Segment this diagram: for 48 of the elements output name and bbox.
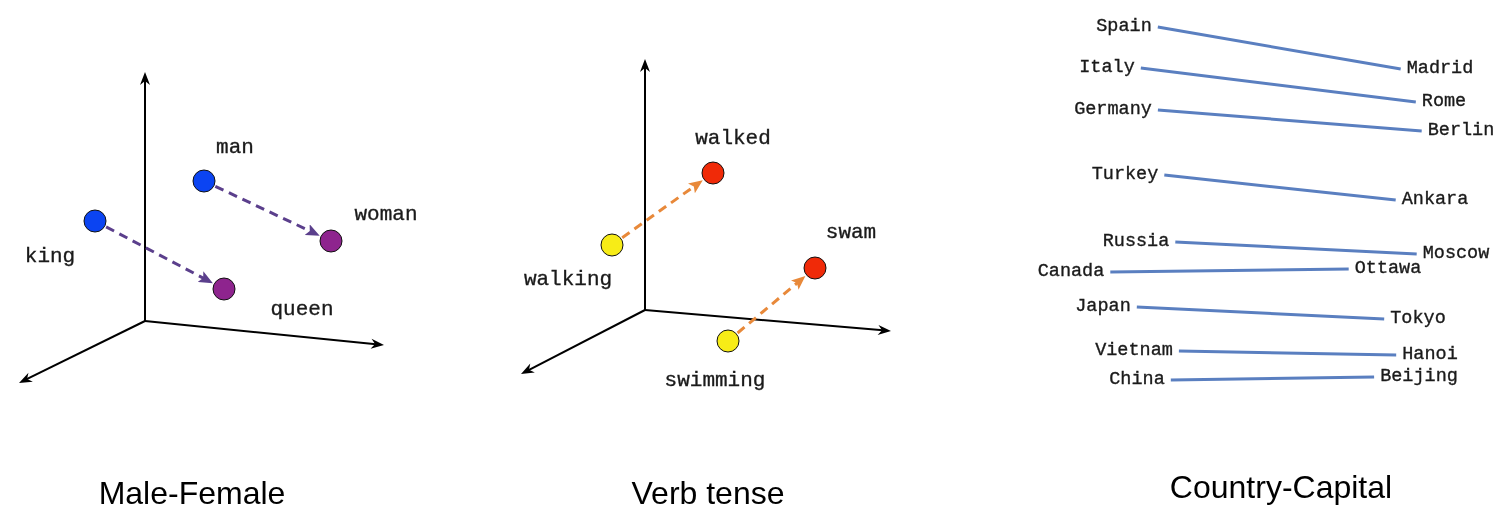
word-label: walked xyxy=(695,127,771,149)
point-marker xyxy=(701,161,725,185)
word-label: swimming xyxy=(664,369,766,391)
word-label: swam xyxy=(825,221,877,243)
word-label: Berlin xyxy=(1424,120,1498,142)
word-label: Spain xyxy=(1093,16,1155,38)
word-label: Vietnam xyxy=(1092,340,1176,362)
connector-line xyxy=(1170,375,1375,382)
dashed-arrow xyxy=(621,180,703,239)
connector-line xyxy=(1140,66,1416,104)
connector-line xyxy=(1164,173,1396,202)
word-label: Italy xyxy=(1076,57,1138,79)
word-label: Rome xyxy=(1418,91,1470,113)
word-label: man xyxy=(216,136,254,158)
word-label: Hanoi xyxy=(1399,344,1461,366)
word-label: king xyxy=(24,245,76,267)
word-label: Russia xyxy=(1099,231,1173,253)
word-label: Turkey xyxy=(1088,164,1162,186)
word-label: Canada xyxy=(1034,261,1108,283)
point-marker xyxy=(212,277,236,301)
connector-line xyxy=(1136,305,1385,321)
word-label: Japan xyxy=(1072,296,1134,318)
panel-caption: Country-Capital xyxy=(1169,471,1393,503)
dashed-arrow xyxy=(214,184,320,236)
word-label: Madrid xyxy=(1403,58,1477,80)
word-label: woman xyxy=(354,203,418,225)
word-label: walking xyxy=(523,268,613,290)
connector-line xyxy=(1178,349,1397,357)
connector-line xyxy=(1175,240,1417,256)
point-marker xyxy=(83,209,107,233)
panel-caption: Verb tense xyxy=(631,477,785,509)
connector-line xyxy=(1110,267,1349,274)
word-label: Germany xyxy=(1071,99,1155,121)
point-marker xyxy=(192,169,216,193)
point-marker xyxy=(716,329,740,353)
word-label: Beijing xyxy=(1377,366,1461,388)
word-label: Ankara xyxy=(1398,189,1472,211)
panel-caption: Male-Female xyxy=(98,477,286,509)
word-label: Tokyo xyxy=(1387,308,1449,330)
connector-line xyxy=(1157,108,1422,133)
point-marker xyxy=(803,256,827,280)
word-label: queen xyxy=(270,298,334,320)
dashed-arrow xyxy=(105,225,213,284)
point-marker xyxy=(600,233,624,257)
word-label: China xyxy=(1106,369,1168,391)
dashed-arrow xyxy=(736,276,806,335)
connector-line xyxy=(1157,25,1401,71)
point-marker xyxy=(319,229,343,253)
